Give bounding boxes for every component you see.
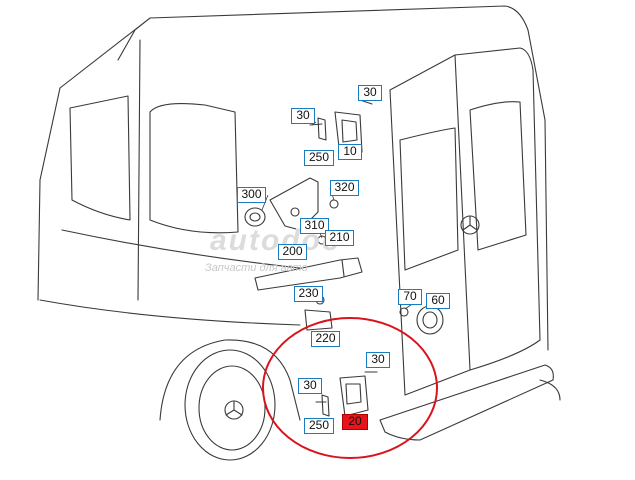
callout-30-lower-left[interactable]: 30 <box>298 378 322 394</box>
callout-20-highlighted[interactable]: 20 <box>342 414 368 430</box>
van-roof-inner <box>117 17 151 61</box>
rear-door-split <box>454 54 471 371</box>
callout-320[interactable]: 320 <box>330 180 359 196</box>
van-side-top <box>37 87 61 301</box>
front-side-window <box>69 95 131 221</box>
rubber-stop <box>244 207 266 227</box>
door-check-bracket <box>269 177 319 231</box>
callout-300[interactable]: 300 <box>237 187 266 203</box>
rear-wheel <box>184 349 276 461</box>
van-roof-outline <box>59 5 549 351</box>
callout-30-top[interactable]: 30 <box>358 85 382 101</box>
middle-side-window <box>149 103 239 234</box>
left-rear-window <box>399 127 459 271</box>
callout-30-lower-right[interactable]: 30 <box>366 352 390 368</box>
callout-200[interactable]: 200 <box>278 244 307 260</box>
grommet <box>399 307 409 317</box>
callout-310[interactable]: 310 <box>300 218 329 234</box>
highlight-circle <box>262 317 438 459</box>
callout-250-upper[interactable]: 250 <box>304 150 334 166</box>
window-sill-line <box>61 229 301 269</box>
light-unit <box>416 305 444 335</box>
callout-230[interactable]: 230 <box>294 286 323 302</box>
right-rear-window <box>469 101 527 251</box>
watermark-subtext: Запчасти для авто <box>205 262 308 274</box>
callout-10[interactable]: 10 <box>338 144 362 160</box>
wheel-arch <box>159 339 301 421</box>
rear-door-frame <box>389 47 541 396</box>
lower-bracket-220 <box>304 309 333 331</box>
rear-bumper <box>379 364 554 441</box>
upper-hinge <box>334 111 363 157</box>
callout-30-upper-left[interactable]: 30 <box>291 108 315 124</box>
callout-70[interactable]: 70 <box>398 289 422 305</box>
door-check-strap <box>254 257 363 291</box>
callout-60[interactable]: 60 <box>426 293 450 309</box>
callout-210[interactable]: 210 <box>325 230 354 246</box>
side-body-line <box>39 299 301 326</box>
callout-220[interactable]: 220 <box>311 331 340 347</box>
sliding-door-line <box>137 39 141 301</box>
lower-hinge <box>339 375 369 417</box>
callout-250-lower[interactable]: 250 <box>304 418 334 434</box>
